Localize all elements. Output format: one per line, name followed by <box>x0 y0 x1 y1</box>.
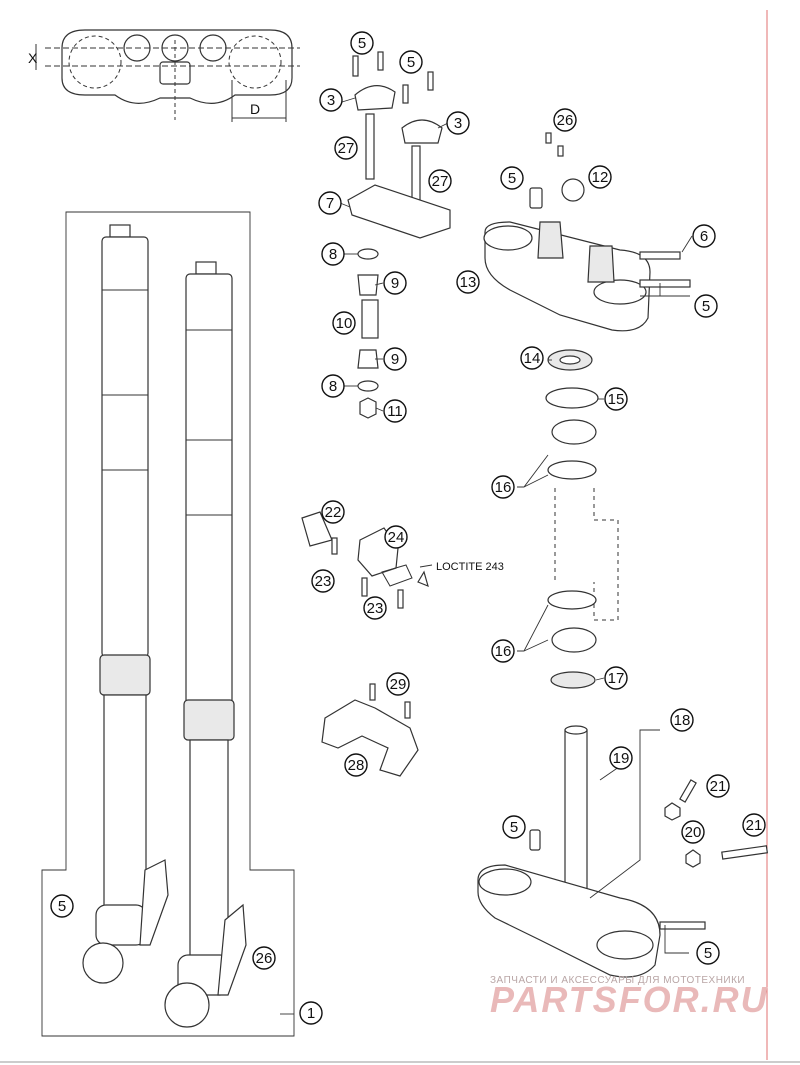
callout-9-b: 9 <box>383 347 407 371</box>
svg-text:5: 5 <box>704 945 712 962</box>
svg-text:10: 10 <box>336 315 353 332</box>
callout-24: 24 <box>384 525 408 549</box>
callout-29: 29 <box>386 672 410 696</box>
svg-text:7: 7 <box>326 195 334 212</box>
svg-text:28: 28 <box>348 757 365 774</box>
callout-16-b: 16 <box>491 639 515 663</box>
dimension-d-label: D <box>250 101 260 117</box>
callout-3-a: 3 <box>319 88 343 112</box>
callout-1: 1 <box>299 1001 323 1025</box>
callout-10: 10 <box>332 311 356 335</box>
svg-text:5: 5 <box>58 898 66 915</box>
callout-27-b: 27 <box>428 169 452 193</box>
offset-dimension-sketch: X D <box>28 29 300 122</box>
svg-text:6: 6 <box>700 228 708 245</box>
svg-text:3: 3 <box>454 115 462 132</box>
svg-text:23: 23 <box>367 600 384 617</box>
callout-21-a: 21 <box>706 774 730 798</box>
svg-text:21: 21 <box>746 817 763 834</box>
svg-text:16: 16 <box>495 479 512 496</box>
callout-23-b: 23 <box>363 596 387 620</box>
watermark: ЗАПЧАСТИ И АКСЕССУАРЫ ДЛЯ МОТОТЕХНИКИ PA… <box>490 975 769 1020</box>
svg-text:3: 3 <box>327 92 335 109</box>
callout-8-b: 8 <box>321 374 345 398</box>
svg-text:5: 5 <box>510 819 518 836</box>
svg-text:9: 9 <box>391 351 399 368</box>
svg-text:18: 18 <box>674 712 691 729</box>
steering-bearings <box>545 349 619 689</box>
svg-text:17: 17 <box>608 670 625 687</box>
callout-9-a: 9 <box>383 271 407 295</box>
callout-11: 11 <box>383 399 407 423</box>
svg-text:20: 20 <box>685 824 702 841</box>
callout-5-b: 5 <box>399 50 423 74</box>
callout-5-c: 5 <box>500 166 524 190</box>
callout-28: 28 <box>344 753 368 777</box>
svg-text:12: 12 <box>592 169 609 186</box>
callout-19: 19 <box>609 746 633 770</box>
handlebar-clamps <box>347 51 451 419</box>
svg-text:24: 24 <box>388 529 405 546</box>
svg-text:23: 23 <box>315 573 332 590</box>
svg-text:1: 1 <box>307 1005 315 1022</box>
callout-15: 15 <box>604 387 628 411</box>
fork-bracket <box>321 683 419 777</box>
callout-5-a: 5 <box>350 31 374 55</box>
svg-text:9: 9 <box>391 275 399 292</box>
callout-17: 17 <box>604 666 628 690</box>
callout-13: 13 <box>456 270 480 294</box>
svg-text:27: 27 <box>338 140 355 157</box>
callouts: 5 5 3 3 27 27 7 8 9 10 9 8 11 26 5 12 6 … <box>50 31 766 1025</box>
callout-22: 22 <box>321 500 345 524</box>
svg-text:5: 5 <box>508 170 516 187</box>
callout-7: 7 <box>318 191 342 215</box>
svg-text:22: 22 <box>325 504 342 521</box>
callout-12: 12 <box>588 165 612 189</box>
callout-23-a: 23 <box>311 569 335 593</box>
svg-text:19: 19 <box>613 750 630 767</box>
svg-text:8: 8 <box>329 246 337 263</box>
callout-8-a: 8 <box>321 242 345 266</box>
callout-5-f: 5 <box>50 894 74 918</box>
callout-14: 14 <box>520 346 544 370</box>
svg-text:27: 27 <box>432 173 449 190</box>
callout-20: 20 <box>681 820 705 844</box>
svg-text:5: 5 <box>702 298 710 315</box>
svg-text:16: 16 <box>495 643 512 660</box>
upper-triple-clamp <box>483 132 691 332</box>
callout-5-d: 5 <box>694 294 718 318</box>
svg-text:29: 29 <box>390 676 407 693</box>
svg-text:15: 15 <box>608 391 625 408</box>
svg-text:5: 5 <box>407 54 415 71</box>
loctite-label: LOCTITE 243 <box>436 561 504 573</box>
callout-21-b: 21 <box>742 813 766 837</box>
svg-text:14: 14 <box>524 350 541 367</box>
svg-text:13: 13 <box>460 274 477 291</box>
svg-text:26: 26 <box>256 950 273 967</box>
svg-text:5: 5 <box>358 35 366 52</box>
callout-18: 18 <box>670 708 694 732</box>
callout-6: 6 <box>692 224 716 248</box>
callout-27-a: 27 <box>334 136 358 160</box>
callout-26-a: 26 <box>553 108 577 132</box>
leader-lines <box>280 97 693 1015</box>
svg-text:8: 8 <box>329 378 337 395</box>
watermark-tagline: ЗАПЧАСТИ И АКСЕССУАРЫ ДЛЯ МОТОТЕХНИКИ <box>490 975 745 986</box>
watermark-brand: PARTSFOR.RU <box>490 979 769 1020</box>
svg-text:21: 21 <box>710 778 727 795</box>
svg-text:11: 11 <box>387 403 403 420</box>
dimension-x-label: X <box>28 50 38 66</box>
cable-guide-parts <box>301 511 429 609</box>
callout-16-a: 16 <box>491 475 515 499</box>
lower-triple-clamp <box>477 725 769 978</box>
callout-26-b: 26 <box>252 946 276 970</box>
callout-5-e: 5 <box>502 815 526 839</box>
svg-text:26: 26 <box>557 112 574 129</box>
callout-5-g: 5 <box>696 941 720 965</box>
fork-assembly <box>41 211 295 1037</box>
callout-3-b: 3 <box>446 111 470 135</box>
